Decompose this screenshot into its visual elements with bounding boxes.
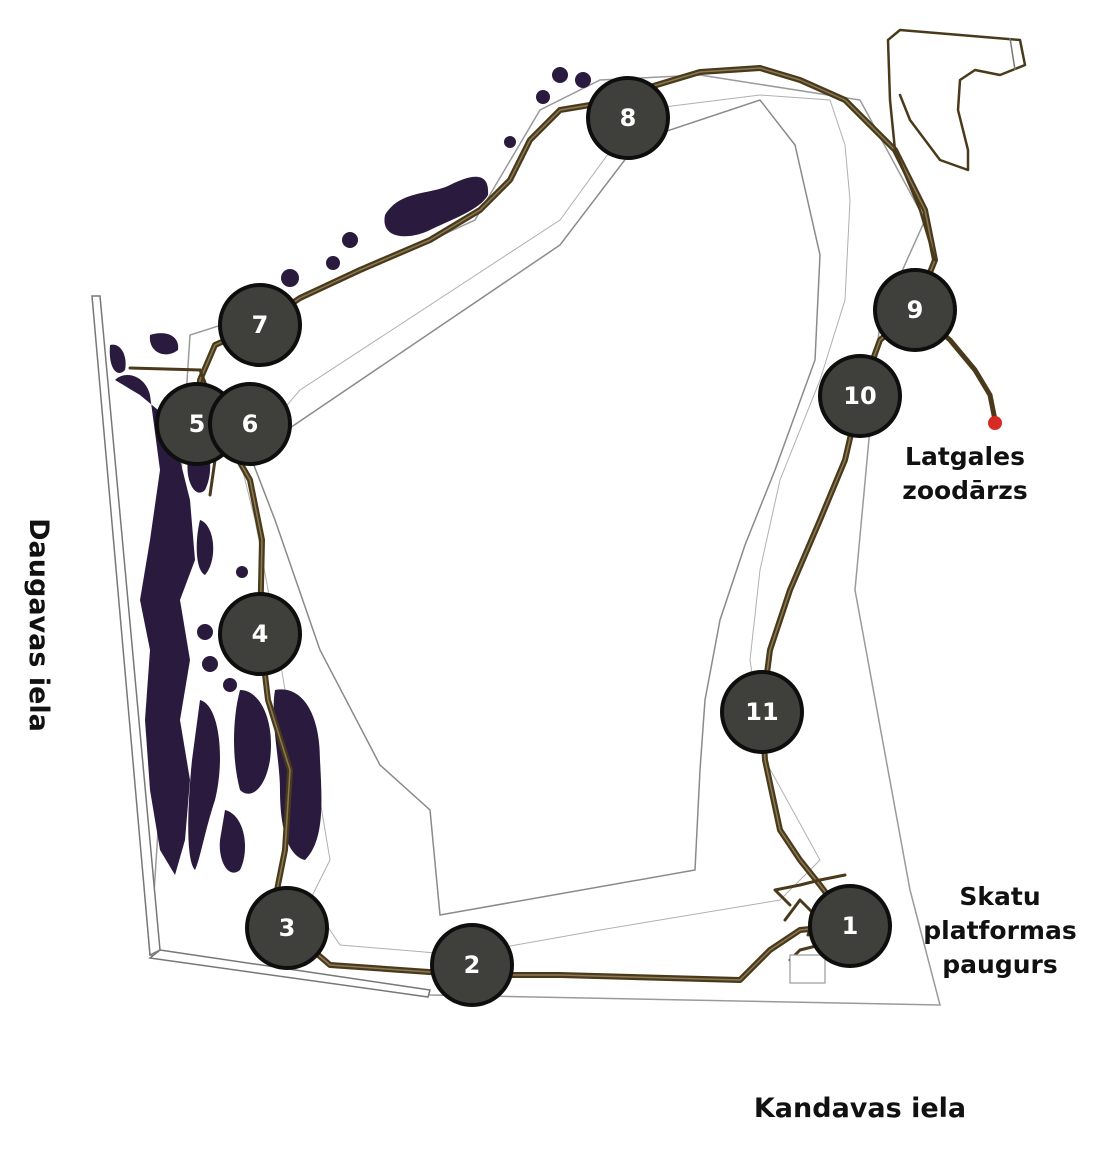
zoo-destination-dot: [988, 416, 1002, 430]
marker-1[interactable]: 1: [808, 884, 892, 968]
zoo-enclosure-inner: [1009, 37, 1016, 71]
marker-3[interactable]: 3: [245, 886, 329, 970]
inner-field: [249, 99, 821, 916]
zoo-enclosure: [886, 28, 1027, 262]
vegetation: [109, 67, 591, 875]
platform-label: Skatu platformas paugurs: [920, 880, 1080, 982]
marker-10[interactable]: 10: [818, 354, 902, 438]
marker-2[interactable]: 2: [430, 923, 514, 1007]
platform-label-line-2: platformas: [923, 916, 1077, 945]
zoo-label-line-2: zoodārzs: [902, 476, 1028, 505]
marker-4[interactable]: 4: [218, 592, 302, 676]
marker-7[interactable]: 7: [218, 283, 302, 367]
daugavas-street-label: Daugavas iela: [23, 518, 54, 732]
platform-structure: [789, 954, 826, 984]
street-edge-bottom: [148, 949, 431, 998]
zoo-label: Latgales zoodārzs: [880, 440, 1050, 508]
platform-label-line-3: paugurs: [942, 950, 1058, 979]
inner-field-outer: [239, 94, 851, 956]
marker-9[interactable]: 9: [873, 268, 957, 352]
zoo-label-line-1: Latgales: [905, 442, 1025, 471]
marker-11[interactable]: 11: [720, 670, 804, 754]
platform-label-line-1: Skatu: [959, 882, 1041, 911]
marker-8[interactable]: 8: [586, 76, 670, 160]
marker-6[interactable]: 6: [208, 382, 292, 466]
kandavas-street-label: Kandavas iela: [753, 1093, 967, 1124]
